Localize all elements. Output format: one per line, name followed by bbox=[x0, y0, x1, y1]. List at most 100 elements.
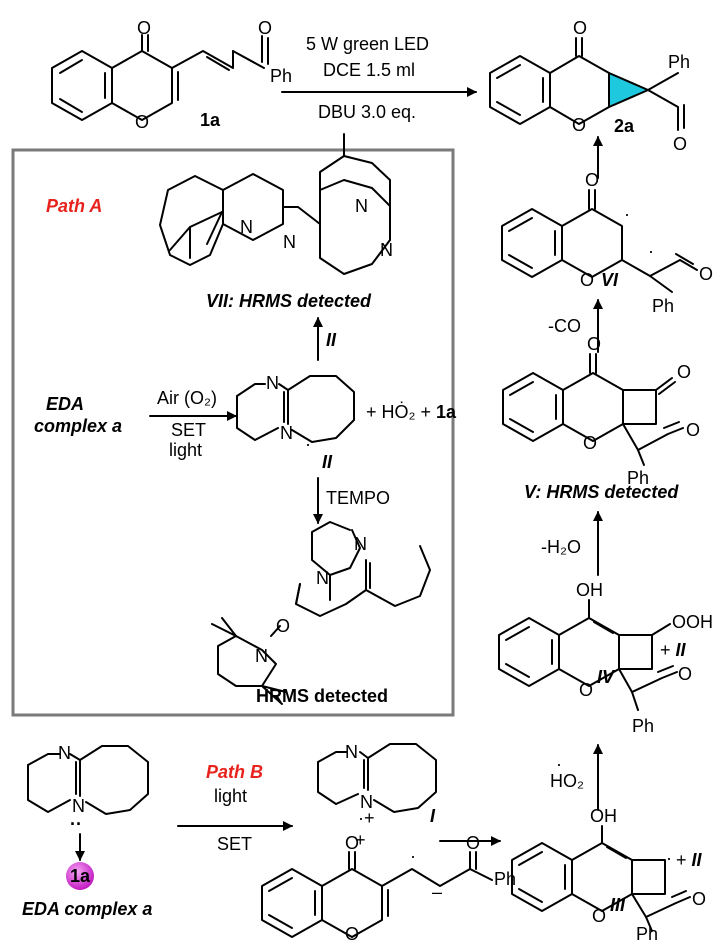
compound-label-VII: VII: HRMS detected bbox=[206, 291, 372, 311]
oh-label-III: OH bbox=[590, 806, 617, 826]
product-2a-structure bbox=[489, 37, 685, 131]
atom-N-I-1: N bbox=[345, 742, 358, 762]
ph-label-VI: Ph bbox=[652, 296, 674, 316]
lone-pair: ·· bbox=[70, 814, 82, 834]
radical-dot-anion: · bbox=[410, 846, 416, 866]
atom-O-ring-VI: O bbox=[580, 270, 594, 290]
reagent-tempo: TEMPO bbox=[326, 488, 390, 508]
atom-O-ketone-V: O bbox=[587, 334, 601, 354]
condition-light: 5 W green LED bbox=[306, 34, 429, 54]
atom-O-ring-V: O bbox=[583, 433, 597, 453]
ph-label-1a: Ph bbox=[270, 66, 292, 86]
path-b-light: light bbox=[214, 786, 247, 806]
ph-label-2a: Ph bbox=[668, 52, 690, 72]
ii-label-lower: II bbox=[322, 452, 333, 472]
reagent-set: SET bbox=[171, 420, 206, 440]
atom-O-carbonyl-2a: O bbox=[673, 134, 687, 154]
ii-label-upper: II bbox=[326, 330, 337, 350]
condition-solvent: DCE 1.5 ml bbox=[323, 60, 415, 80]
substrate-1a-structure bbox=[51, 34, 269, 121]
atom-O-cyclobutanone-V: O bbox=[677, 362, 691, 382]
atom-O-carbonyl-V: O bbox=[686, 420, 700, 440]
radical-dot-II: · bbox=[305, 434, 311, 454]
ph-label-III: Ph bbox=[636, 924, 658, 941]
plus-ii-IV: + II bbox=[660, 640, 687, 660]
intermediate-III-structure bbox=[511, 825, 691, 932]
step-minus-co: -CO bbox=[548, 316, 581, 336]
condition-base: DBU 3.0 eq. bbox=[318, 102, 416, 122]
dimer-VII-structure bbox=[159, 133, 391, 275]
radical-dot-III: · bbox=[666, 848, 672, 868]
intermediate-VI-structure bbox=[501, 189, 698, 293]
atom-O-ring-2a: O bbox=[572, 115, 586, 135]
dbu-structure-left bbox=[27, 745, 149, 815]
path-b-set: SET bbox=[217, 834, 252, 854]
atom-O-ketone-VI: O bbox=[585, 170, 599, 190]
tempo-adduct-structure bbox=[211, 521, 431, 705]
compound-label-2a: 2a bbox=[614, 116, 635, 136]
step-ho2: HO₂ bbox=[550, 771, 584, 791]
atom-O-carbonyl-VI: O bbox=[699, 264, 713, 284]
plus-ho2-1a: + HȮ₂ + 1a bbox=[366, 401, 457, 422]
radical-II-structure bbox=[236, 375, 355, 443]
atom-O-ring-IV: O bbox=[579, 680, 593, 700]
atom-N-I-2: N bbox=[360, 792, 373, 812]
radical-dot-VI-1: · bbox=[624, 204, 630, 224]
ph-label-anion: Ph bbox=[494, 869, 516, 889]
radical-dot-ho2: · bbox=[556, 754, 562, 774]
eda-complex-label: EDA complex a bbox=[22, 899, 152, 919]
eda-badge-ball bbox=[66, 862, 94, 890]
atom-O-carbonyl-III: O bbox=[692, 889, 706, 909]
plus-ii-III: + II bbox=[676, 850, 703, 870]
step-minus-h2o: -H₂O bbox=[541, 537, 581, 557]
atom-O-carbonyl-anion: O bbox=[466, 833, 480, 853]
atom-N-VII-3: N bbox=[380, 240, 393, 260]
atom-O-ketone-2a: O bbox=[573, 18, 587, 38]
eda-line1: EDA bbox=[46, 394, 84, 414]
radical-anion-1a-structure bbox=[261, 851, 493, 938]
radical-cation-I-structure bbox=[317, 743, 437, 813]
compound-label-I: I bbox=[430, 806, 436, 826]
path-b-label: Path B bbox=[206, 762, 263, 782]
radical-dot-VI-2: · bbox=[648, 241, 654, 261]
anion-sign: – bbox=[432, 882, 442, 902]
atom-O-ketone-1a: O bbox=[137, 18, 151, 38]
compound-label-VI: VI bbox=[601, 270, 619, 290]
intermediate-V-structure bbox=[502, 353, 684, 466]
path-a-label: Path A bbox=[46, 196, 102, 216]
atom-N-VII-1: N bbox=[240, 217, 253, 237]
compound-label-III: III bbox=[610, 895, 626, 915]
atom-O-carbonyl-IV: O bbox=[678, 664, 692, 684]
atom-O-carbonyl-1a: O bbox=[258, 18, 272, 38]
oh-label-IV: OH bbox=[576, 580, 603, 600]
atom-N-tempo-2: N bbox=[316, 568, 329, 588]
atom-N-dbu-1: N bbox=[58, 743, 71, 763]
intermediate-IV-structure bbox=[498, 599, 678, 711]
radical-cation-sign: ·+ bbox=[358, 808, 375, 828]
atom-N-dbu-2: N bbox=[72, 796, 85, 816]
path-a-frame bbox=[11, 148, 455, 717]
eda-line2: complex a bbox=[34, 416, 122, 436]
atom-N-VII-4: N bbox=[355, 196, 368, 216]
atom-O-ring-III: O bbox=[592, 906, 606, 926]
atom-N-tempo-3: N bbox=[255, 646, 268, 666]
atom-O-ring-anion: O bbox=[345, 924, 359, 941]
compound-label-1a: 1a bbox=[200, 110, 221, 130]
reagent-light: light bbox=[169, 440, 202, 460]
atom-N-tempo-1: N bbox=[354, 534, 367, 554]
ph-label-V: Ph bbox=[627, 468, 649, 488]
atom-N-II-1: N bbox=[266, 373, 279, 393]
compound-label-IV: IV bbox=[597, 667, 616, 687]
tempo-adduct-label: HRMS detected bbox=[256, 686, 388, 706]
atom-O-tempo: O bbox=[276, 616, 290, 636]
atom-N-II-2: N bbox=[280, 423, 293, 443]
compound-label-V: V: HRMS detected bbox=[524, 482, 679, 502]
cyclopropane-ring bbox=[608, 71, 651, 109]
eda-badge-label: 1a bbox=[70, 866, 91, 886]
reagent-air: Air (O₂) bbox=[157, 388, 217, 408]
atom-O-ketone-anion: O bbox=[345, 833, 359, 853]
ooh-label-IV: OOH bbox=[672, 612, 713, 632]
atom-O-ring-1a: O bbox=[135, 112, 149, 132]
plus-sign-path-b: + bbox=[355, 830, 366, 850]
